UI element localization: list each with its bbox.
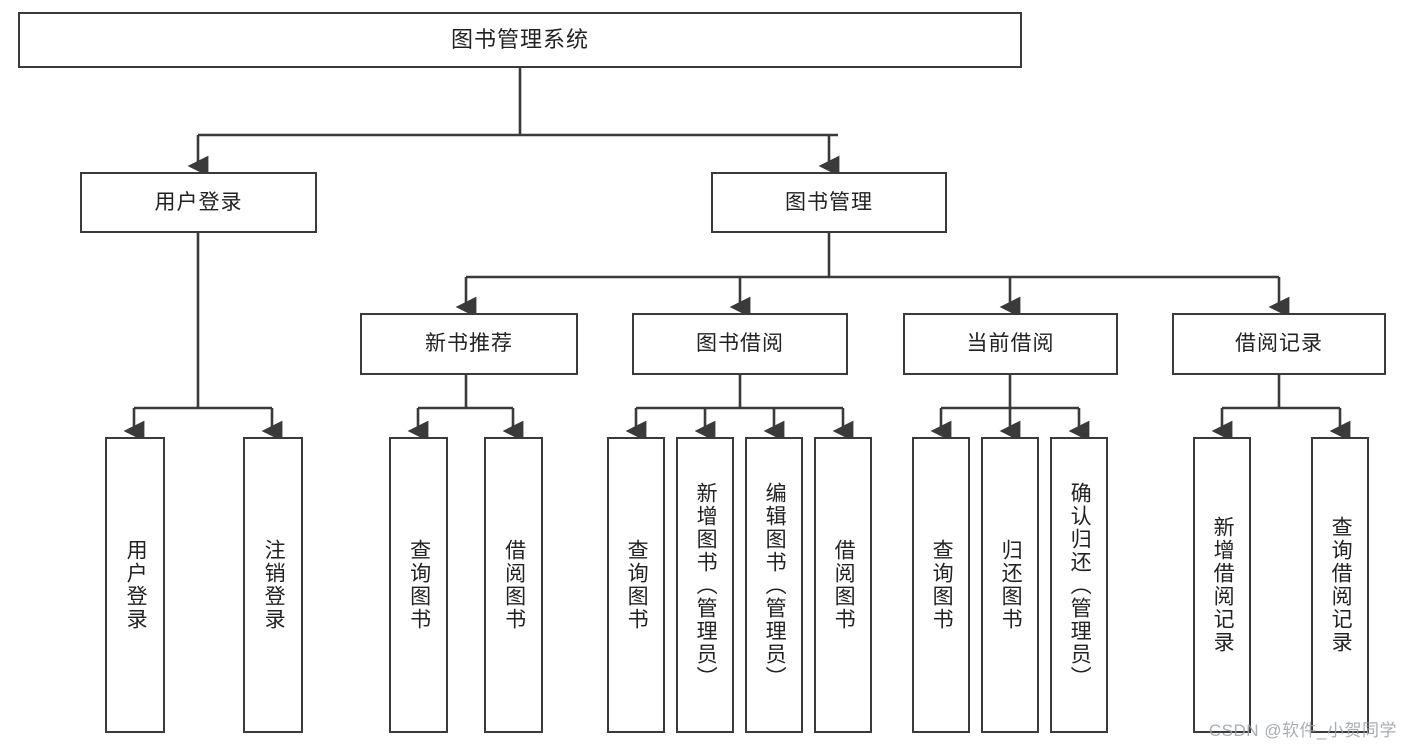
node-label: 查询图书 [407,539,431,631]
node-label: 编辑图书（管理员） [763,481,787,689]
node-label: 注销登录 [262,539,286,631]
node-label: 借阅图书 [502,539,526,631]
leaf-current-confirm-return-admin[interactable]: 确认归还（管理员） [1050,437,1108,733]
node-label: 用户登录 [154,190,243,214]
node-label: 查询图书 [930,539,954,631]
leaf-current-query-book[interactable]: 查询图书 [912,437,970,733]
node-borrow-record[interactable]: 借阅记录 [1172,313,1386,375]
node-label: 新增借阅记录 [1211,516,1235,654]
node-label: 确认归还（管理员） [1068,481,1092,689]
leaf-borrow-add-book-admin[interactable]: 新增图书（管理员） [676,437,734,733]
leaf-record-query-record[interactable]: 查询借阅记录 [1311,437,1369,733]
node-book-management[interactable]: 图书管理 [711,172,947,233]
node-label: 图书管理系统 [450,26,589,52]
leaf-recommend-query-book[interactable]: 查询图书 [389,437,448,733]
node-label: 查询借阅记录 [1329,516,1353,654]
node-current-borrow[interactable]: 当前借阅 [903,313,1118,375]
node-user-login[interactable]: 用户登录 [80,172,317,233]
node-label: 借阅图书 [832,539,856,631]
node-label: 查询图书 [625,539,649,631]
leaf-borrow-query-book[interactable]: 查询图书 [607,437,665,733]
node-book-borrow[interactable]: 图书借阅 [632,313,848,375]
node-new-book-recommend[interactable]: 新书推荐 [360,313,578,375]
node-label: 当前借阅 [966,332,1055,356]
leaf-user-login-logout[interactable]: 注销登录 [243,437,303,733]
node-label: 归还图书 [999,539,1023,631]
node-label: 图书借阅 [696,332,784,356]
leaf-borrow-borrow-book[interactable]: 借阅图书 [814,437,872,733]
node-label: 用户登录 [124,539,148,631]
node-label: 借阅记录 [1235,332,1323,356]
leaf-recommend-borrow-book[interactable]: 借阅图书 [484,437,543,733]
node-root-system[interactable]: 图书管理系统 [18,12,1022,68]
leaf-user-login-login[interactable]: 用户登录 [105,437,165,733]
leaf-borrow-edit-book-admin[interactable]: 编辑图书（管理员） [745,437,803,733]
leaf-current-return-book[interactable]: 归还图书 [981,437,1039,733]
node-label: 新增图书（管理员） [694,481,718,689]
node-label: 图书管理 [785,190,873,214]
watermark-text: CSDN @软件_小贺同学 [1208,721,1397,740]
node-label: 新书推荐 [425,332,513,356]
leaf-record-add-record[interactable]: 新增借阅记录 [1193,437,1251,733]
